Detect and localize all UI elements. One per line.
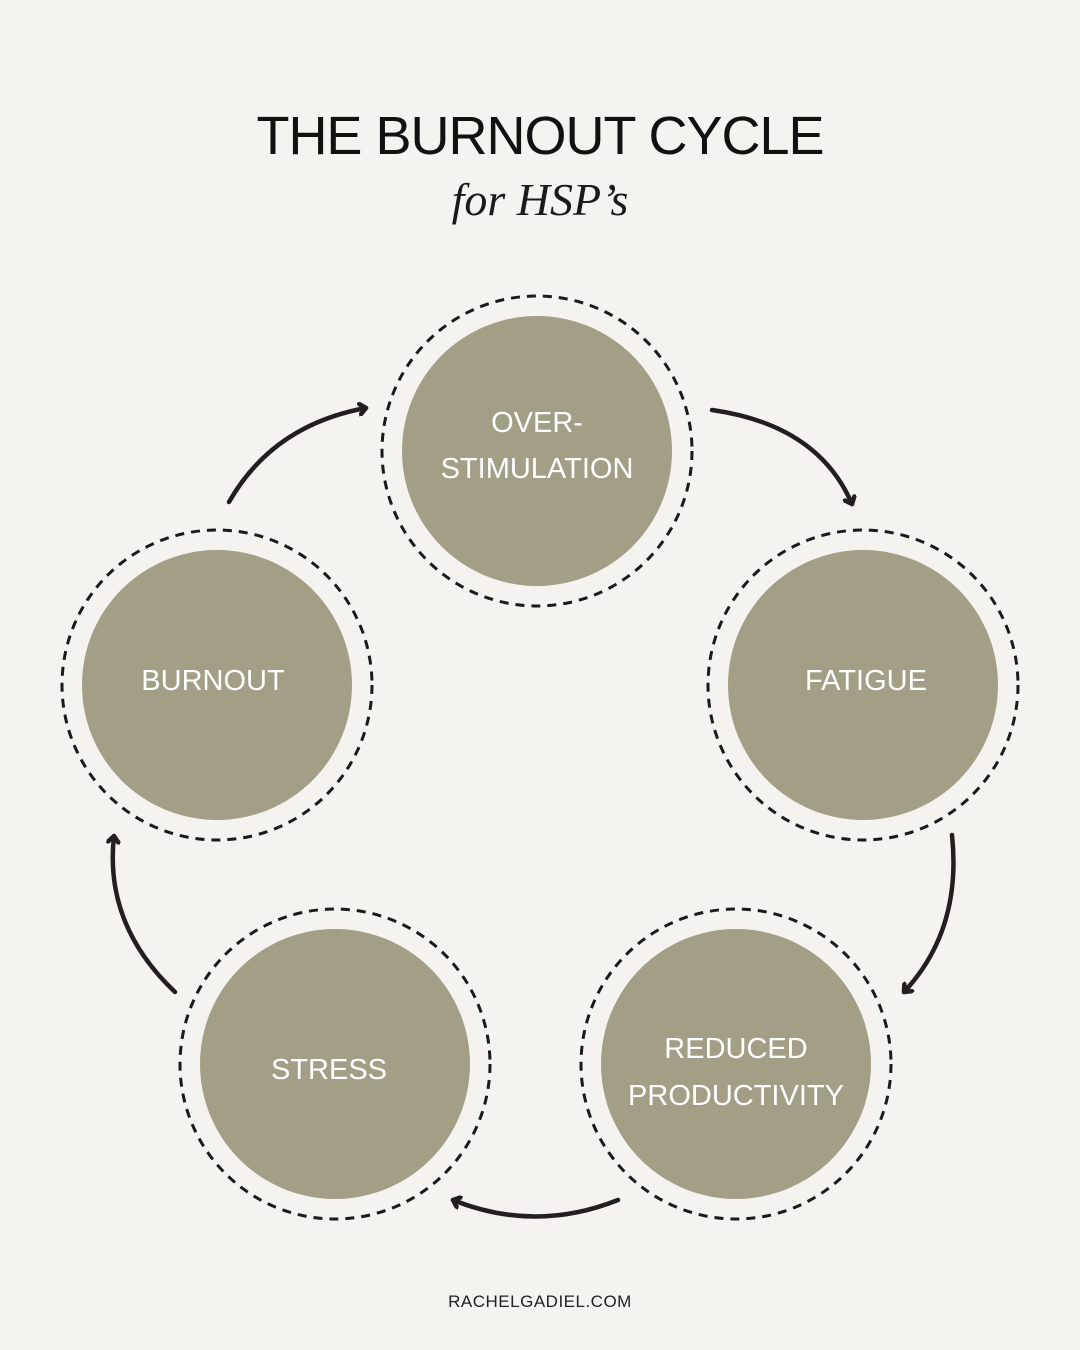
node-overstimulation-disc bbox=[402, 316, 672, 586]
node-fatigue-disc bbox=[728, 550, 998, 820]
arrow-fatigue-to-reduced-productivity bbox=[901, 832, 956, 995]
page-subtitle: for HSP’s bbox=[451, 174, 629, 225]
node-overstimulation-ring bbox=[380, 294, 694, 608]
node-overstimulation-label-line-2: STIMULATION bbox=[441, 453, 634, 485]
node-reduced-productivity: REDUCED PRODUCTIVITY bbox=[579, 907, 893, 1221]
node-burnout-disc bbox=[82, 550, 352, 820]
node-stress-ring bbox=[178, 907, 492, 1221]
arrow-overstimulation-to-fatigue bbox=[709, 407, 852, 507]
arrow-reduced-productivity-to-stress bbox=[450, 1200, 621, 1219]
node-burnout-label: BURNOUT bbox=[141, 665, 285, 697]
node-overstimulation: OVER- STIMULATION bbox=[380, 294, 694, 608]
node-fatigue-label: FATIGUE bbox=[805, 665, 927, 697]
node-burnout-ring bbox=[60, 528, 374, 842]
node-fatigue: FATIGUE bbox=[706, 528, 1020, 842]
footer-website: RACHELGADIEL.COM bbox=[448, 1292, 632, 1311]
node-overstimulation-label-line-1: OVER- bbox=[491, 407, 583, 439]
node-reduced-productivity-disc bbox=[601, 929, 871, 1199]
page-title: THE BURNOUT CYCLE bbox=[256, 106, 824, 166]
node-reduced-productivity-label-line-1: REDUCED bbox=[664, 1033, 807, 1065]
node-reduced-productivity-label-line-2: PRODUCTIVITY bbox=[628, 1080, 844, 1112]
node-stress-label: STRESS bbox=[271, 1054, 387, 1086]
node-stress: STRESS bbox=[178, 907, 492, 1221]
node-reduced-productivity-ring bbox=[579, 907, 893, 1221]
arrow-stress-to-burnout bbox=[113, 833, 178, 995]
node-stress-disc bbox=[200, 929, 470, 1199]
node-burnout: BURNOUT bbox=[60, 528, 374, 842]
arrow-burnout-to-overstimulation bbox=[226, 408, 369, 505]
node-fatigue-ring bbox=[706, 528, 1020, 842]
